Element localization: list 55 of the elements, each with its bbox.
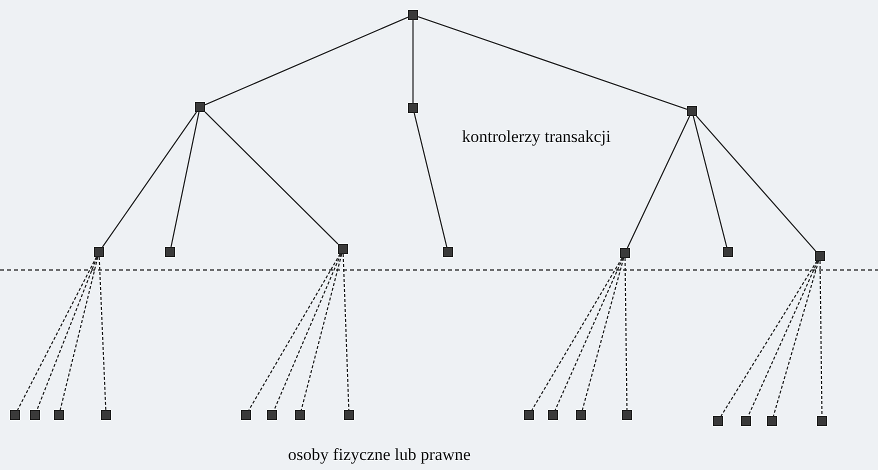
connector-line (692, 116, 728, 248)
connector-line (17, 256, 97, 410)
node-square (267, 410, 277, 420)
connector-line (204, 112, 338, 244)
node-square (10, 410, 20, 420)
node-square (94, 247, 104, 257)
node-square (338, 244, 348, 254)
node-square (622, 410, 632, 420)
connector-line (60, 256, 98, 410)
connector-line (554, 258, 624, 410)
node-square (815, 251, 825, 261)
connector-line (342, 254, 350, 410)
connector-line (418, 16, 688, 110)
connector-line (772, 260, 820, 416)
connector-line (720, 260, 818, 416)
connector-line (624, 258, 628, 410)
node-square (295, 410, 305, 420)
node-square (443, 247, 453, 257)
group-label: osoby fizyczne lub prawne (288, 444, 471, 466)
connector-line (626, 116, 690, 248)
node-square (54, 410, 64, 420)
node-square (101, 410, 111, 420)
connector-line (414, 112, 448, 248)
connector-line (102, 112, 197, 248)
connector-line (170, 112, 200, 248)
node-square (241, 410, 251, 420)
connector-line (36, 256, 98, 410)
connector-line (531, 258, 623, 410)
node-square (408, 10, 418, 20)
node-square (576, 410, 586, 420)
connector-line (582, 258, 624, 410)
connector-line (300, 254, 342, 410)
node-square (548, 410, 558, 420)
node-square (30, 410, 40, 420)
node-square (817, 416, 827, 426)
node-square (713, 416, 723, 426)
connector-line (748, 260, 818, 416)
group-label: kontrolerzy transakcji (462, 126, 611, 148)
node-square (524, 410, 534, 420)
node-square (344, 410, 354, 420)
node-square (741, 416, 751, 426)
node-square (620, 248, 630, 258)
node-square (767, 416, 777, 426)
connector-line (98, 256, 106, 410)
connector-line (819, 261, 823, 416)
node-square (165, 247, 175, 257)
node-square (408, 103, 418, 113)
connector-line (696, 116, 816, 252)
connector-line (248, 254, 341, 410)
node-square (723, 247, 733, 257)
node-square (195, 102, 205, 112)
connector-line (204, 16, 408, 106)
connector-line (412, 20, 414, 103)
node-square (687, 106, 697, 116)
connector-line (274, 254, 342, 410)
